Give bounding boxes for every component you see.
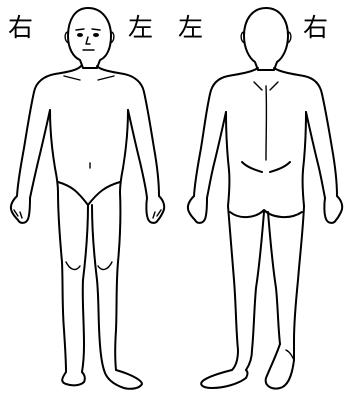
front-eye-right: [93, 33, 99, 37]
front-left-leg-inner: [82, 205, 88, 372]
front-left-leg-outer: [58, 192, 66, 372]
front-eyebrow-right: [92, 29, 100, 30]
front-right-leg-inner: [92, 205, 104, 370]
front-nose: [86, 37, 90, 44]
front-left-arm-inner: [30, 110, 50, 198]
back-right-heel: [286, 350, 294, 360]
front-torso-left: [50, 110, 58, 192]
back-torso-right: [303, 112, 306, 206]
front-body-figure: [11, 8, 164, 389]
front-right-arm-inner: [128, 110, 147, 198]
back-left-foot: [201, 370, 247, 388]
front-right-foot: [104, 370, 142, 389]
back-left-leg-inner: [246, 212, 264, 370]
back-left-hand: [188, 196, 207, 223]
back-left-arm-inner: [207, 112, 226, 198]
front-right-hand: [146, 196, 164, 223]
back-head: [244, 8, 288, 70]
back-torso-left: [226, 112, 229, 206]
back-right-leg-outer: [294, 206, 304, 360]
back-right-scapula: [270, 82, 278, 90]
front-left-clavicle: [64, 76, 80, 80]
front-right-arm-outer: [144, 92, 159, 196]
back-body-figure: [188, 8, 342, 389]
back-right-shoulder: [274, 68, 322, 94]
front-eyebrow-left: [76, 29, 84, 30]
front-eye-left: [77, 33, 83, 37]
front-right-knee: [98, 262, 112, 269]
back-left-arm-outer: [194, 94, 210, 196]
front-left-knee: [66, 262, 80, 269]
back-lower-left-mark: [242, 162, 262, 172]
front-left-arm-outer: [17, 92, 34, 196]
front-right-leg-outer: [115, 192, 120, 370]
back-right-foot: [266, 344, 294, 389]
back-lower-right-mark: [270, 162, 290, 172]
front-torso-right: [120, 110, 128, 192]
front-head: [68, 8, 111, 68]
back-left-leg-outer: [228, 206, 238, 370]
back-left-shoulder: [210, 68, 258, 94]
front-pelvis: [58, 182, 120, 205]
back-right-hand: [324, 196, 342, 223]
back-right-arm-outer: [322, 94, 337, 196]
back-buttocks: [230, 210, 302, 217]
front-right-clavicle: [98, 76, 114, 80]
back-right-leg-inner: [268, 212, 280, 344]
back-right-arm-inner: [306, 112, 325, 198]
front-left-foot: [62, 372, 85, 385]
back-left-scapula: [254, 82, 262, 90]
